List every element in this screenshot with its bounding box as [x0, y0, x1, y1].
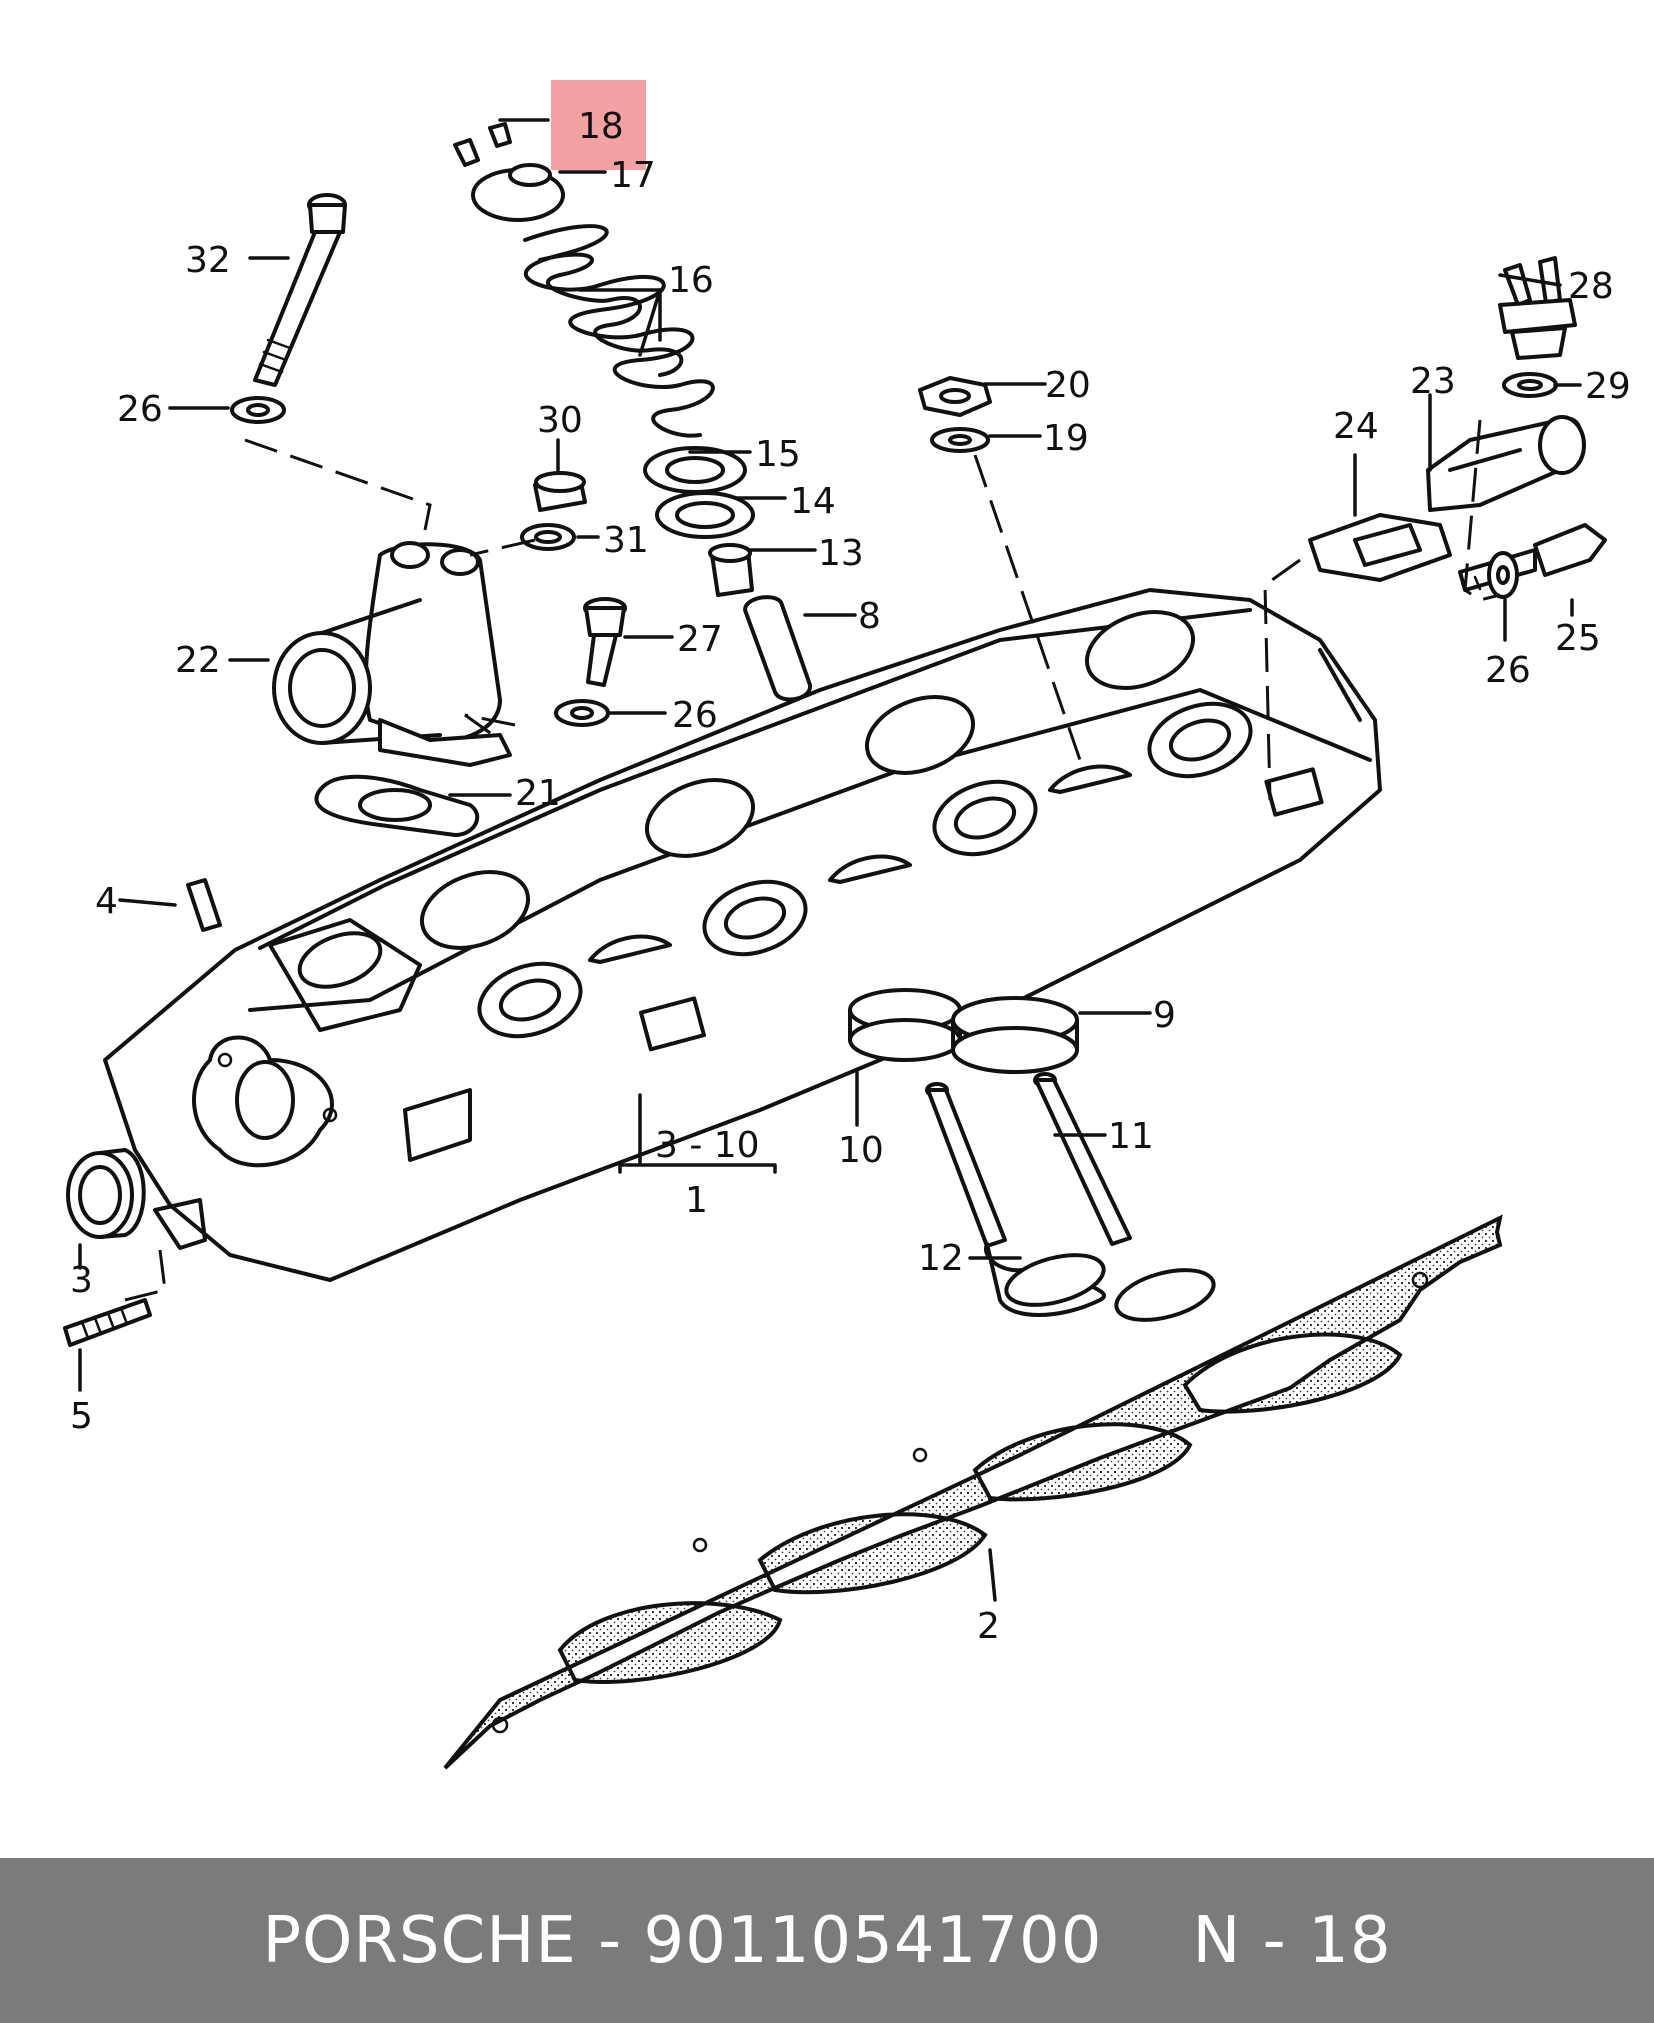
valve-guide: [743, 595, 812, 702]
housing-gasket: [314, 774, 480, 837]
label-26-a: 26: [117, 389, 163, 430]
spring-retainer: [471, 163, 565, 222]
exploded-parts-diagram: 18 17 16 15 14 13 8 32 26 30 31 27 26 22…: [63, 80, 1631, 1770]
washer: [230, 396, 286, 424]
screw-plug: [533, 471, 587, 512]
pipe-gasket: [1308, 513, 1452, 582]
label-11: 11: [1108, 1116, 1154, 1157]
label-31: 31: [603, 520, 649, 561]
long-bolt: [253, 193, 347, 387]
label-28: 28: [1568, 266, 1614, 307]
stud: [63, 1298, 152, 1347]
hex-nut: [918, 376, 992, 417]
label-13: 13: [818, 533, 864, 574]
socket-bolt: [583, 597, 627, 687]
brand-part-number: PORSCHE - 90110541700: [262, 1903, 1103, 1978]
label-16: 16: [668, 260, 714, 301]
diagram-reference: N - 18: [1192, 1903, 1392, 1978]
label-25: 25: [1555, 618, 1601, 659]
label-15: 15: [755, 434, 801, 475]
label-4: 4: [95, 881, 118, 922]
intake-valve: [925, 1082, 1106, 1317]
label-10: 10: [838, 1130, 884, 1171]
washer-3: [930, 427, 990, 453]
dowel-pin: [186, 878, 222, 932]
valve-springs: [523, 224, 715, 438]
spring-seat-upper: [643, 446, 747, 494]
label-3-10: 3 - 10: [655, 1125, 760, 1166]
label-24: 24: [1333, 406, 1379, 447]
label-3: 3: [70, 1260, 93, 1301]
reference-lines: [124, 419, 1501, 1302]
label-26-b: 26: [672, 695, 718, 736]
label-14: 14: [790, 481, 836, 522]
label-5: 5: [70, 1396, 93, 1437]
label-32: 32: [185, 240, 231, 281]
sealing-washer: [1502, 372, 1558, 398]
diagram-canvas: 18 17 16 15 14 13 8 32 26 30 31 27 26 22…: [63, 80, 1631, 1770]
label-27: 27: [677, 619, 723, 660]
hex-bolt: [1458, 523, 1607, 592]
valve-stem-seal: [708, 543, 754, 597]
label-21: 21: [515, 773, 561, 814]
label-29: 29: [1585, 366, 1631, 407]
head-gasket: [443, 1214, 1503, 1770]
label-20: 20: [1045, 365, 1091, 406]
exhaust-valve: [1033, 1072, 1216, 1322]
leader-lines: [78, 118, 1582, 1602]
label-12: 12: [918, 1238, 964, 1279]
coolant-pipe: [1426, 415, 1586, 512]
label-2: 2: [977, 1606, 1000, 1647]
label-22: 22: [175, 640, 221, 681]
spring-seat-lower: [655, 491, 755, 539]
label-26-c: 26: [1485, 650, 1531, 691]
cylinder-head: [103, 588, 1382, 1282]
washer-4: [1487, 551, 1519, 599]
label-8: 8: [858, 596, 881, 637]
valve-seat-ring-right: [951, 996, 1079, 1074]
temperature-sender: [1498, 256, 1577, 360]
part-info-footer: PORSCHE - 90110541700 N - 18: [0, 1858, 1654, 2023]
thermostat-housing: [272, 541, 512, 767]
highlight-box: [551, 80, 646, 170]
oil-seal: [66, 1148, 146, 1239]
valve-seat-ring-left: [848, 988, 962, 1062]
label-9: 9: [1153, 995, 1176, 1036]
label-23: 23: [1410, 361, 1456, 402]
label-30: 30: [537, 400, 583, 441]
sealing-ring: [520, 523, 576, 551]
part-labels: 18 17 16 15 14 13 8 32 26 30 31 27 26 22…: [70, 106, 1631, 1647]
label-17: 17: [610, 155, 656, 196]
label-1: 1: [685, 1180, 708, 1221]
valve-keepers: [453, 122, 512, 167]
label-19: 19: [1043, 418, 1089, 459]
washer-2: [554, 699, 610, 727]
label-18: 18: [578, 106, 624, 147]
